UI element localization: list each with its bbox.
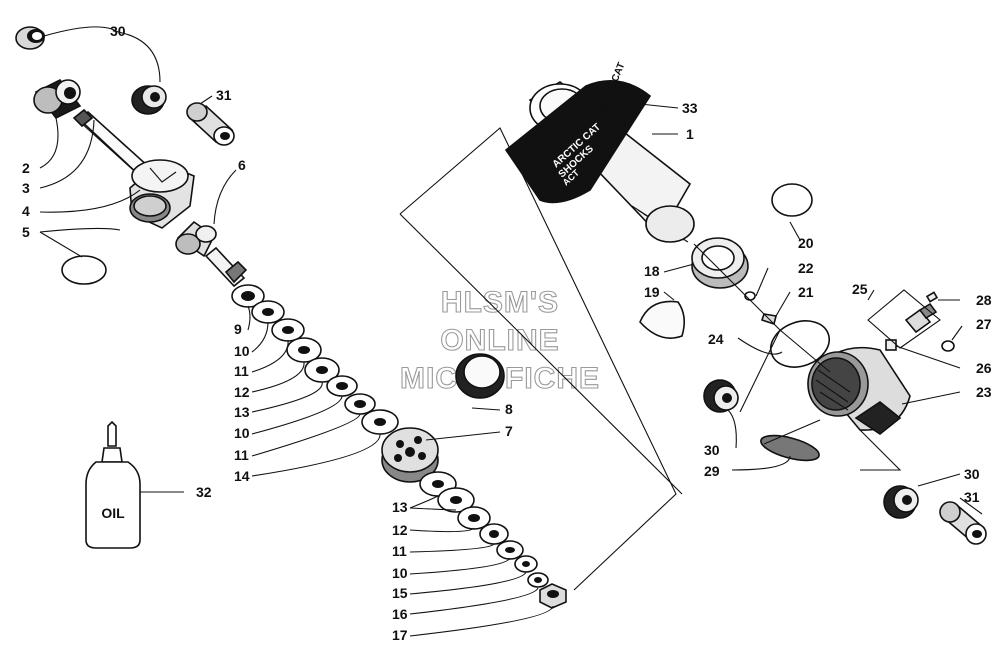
callout-6: 6 bbox=[238, 157, 246, 173]
shaft-body-cap bbox=[129, 159, 195, 229]
watermark-line-1: HLSM'S bbox=[441, 286, 559, 319]
callout-10-a: 10 bbox=[234, 343, 250, 359]
callout-2: 2 bbox=[22, 160, 30, 176]
callout-4: 4 bbox=[22, 203, 30, 219]
callout-9: 9 bbox=[234, 321, 242, 337]
callout-10-b: 10 bbox=[234, 425, 250, 441]
callout-25: 25 bbox=[852, 281, 868, 297]
decal: ARCTIC CAT SHOCKS ACT ARCTIC CAT SHOCKS … bbox=[504, 61, 652, 204]
callout-8: 8 bbox=[505, 401, 513, 417]
o-ring-right bbox=[771, 183, 813, 217]
washer-stack-lower bbox=[419, 471, 549, 588]
callout-numbers: 30 31 2 3 4 5 6 9 10 11 12 13 10 11 14 8… bbox=[22, 23, 992, 643]
callout-27: 27 bbox=[976, 316, 992, 332]
callout-15: 15 bbox=[392, 585, 408, 601]
reservoir-cap bbox=[807, 346, 911, 435]
callout-33: 33 bbox=[682, 100, 698, 116]
piston bbox=[381, 427, 439, 483]
o-ring-left bbox=[61, 255, 107, 285]
bushing-reservoir bbox=[703, 379, 739, 413]
retaining-ring bbox=[639, 300, 686, 339]
callout-11-c: 11 bbox=[392, 543, 407, 559]
bushing-lower-right bbox=[883, 485, 919, 519]
callout-30-lower: 30 bbox=[964, 466, 980, 482]
callout-30-top: 30 bbox=[110, 23, 126, 39]
valve-bracket-line bbox=[867, 289, 941, 349]
seal-head bbox=[691, 237, 749, 289]
assembly-bracket-line bbox=[399, 127, 677, 591]
callout-1: 1 bbox=[686, 126, 694, 142]
callout-22: 22 bbox=[798, 260, 814, 276]
sleeve-left bbox=[186, 102, 235, 146]
callout-29: 29 bbox=[704, 463, 720, 479]
piston-ring bbox=[455, 353, 505, 399]
leader-lines bbox=[39, 26, 983, 637]
watermark-line-2: ONLINE bbox=[440, 324, 559, 357]
callout-31-lower: 31 bbox=[964, 489, 980, 505]
callout-13-a: 13 bbox=[234, 404, 250, 420]
schrader-valve bbox=[885, 291, 939, 351]
callout-11-a: 11 bbox=[234, 363, 249, 379]
callout-3: 3 bbox=[22, 180, 30, 196]
callout-23: 23 bbox=[976, 384, 992, 400]
callout-17: 17 bbox=[392, 627, 408, 643]
bushing-top-left bbox=[15, 26, 45, 50]
callout-31-top: 31 bbox=[216, 87, 232, 103]
callout-20: 20 bbox=[798, 235, 814, 251]
callout-28: 28 bbox=[976, 292, 992, 308]
callout-16: 16 bbox=[392, 606, 408, 622]
eye-sleeve bbox=[33, 78, 82, 120]
callout-7: 7 bbox=[505, 423, 513, 439]
sleeve-lower-right bbox=[939, 501, 987, 545]
callout-24: 24 bbox=[708, 331, 724, 347]
bracket-diagonal bbox=[399, 213, 683, 495]
reservoir-bracket-line bbox=[693, 243, 902, 471]
callout-13-b: 13 bbox=[392, 499, 408, 515]
shaft-nut bbox=[539, 583, 567, 609]
oil-bottle: OIL bbox=[85, 420, 141, 549]
washer-stack-upper bbox=[231, 284, 399, 435]
callout-30-reservoir: 30 bbox=[704, 442, 720, 458]
callout-11-b: 11 bbox=[234, 447, 249, 463]
callout-14: 14 bbox=[234, 468, 250, 484]
callout-5: 5 bbox=[22, 224, 30, 240]
callout-26: 26 bbox=[976, 360, 992, 376]
oil-bottle-label: OIL bbox=[101, 505, 125, 521]
label-plate bbox=[760, 434, 820, 462]
callout-18: 18 bbox=[644, 263, 660, 279]
valve-washer bbox=[941, 340, 955, 352]
callout-19: 19 bbox=[644, 284, 660, 300]
callout-21: 21 bbox=[798, 284, 814, 300]
shaft-bumper bbox=[175, 220, 248, 288]
callout-12-a: 12 bbox=[234, 384, 250, 400]
bushing-mid-left bbox=[131, 85, 167, 115]
callout-10-c: 10 bbox=[392, 565, 408, 581]
callout-12-b: 12 bbox=[392, 522, 408, 538]
callout-32: 32 bbox=[196, 484, 212, 500]
